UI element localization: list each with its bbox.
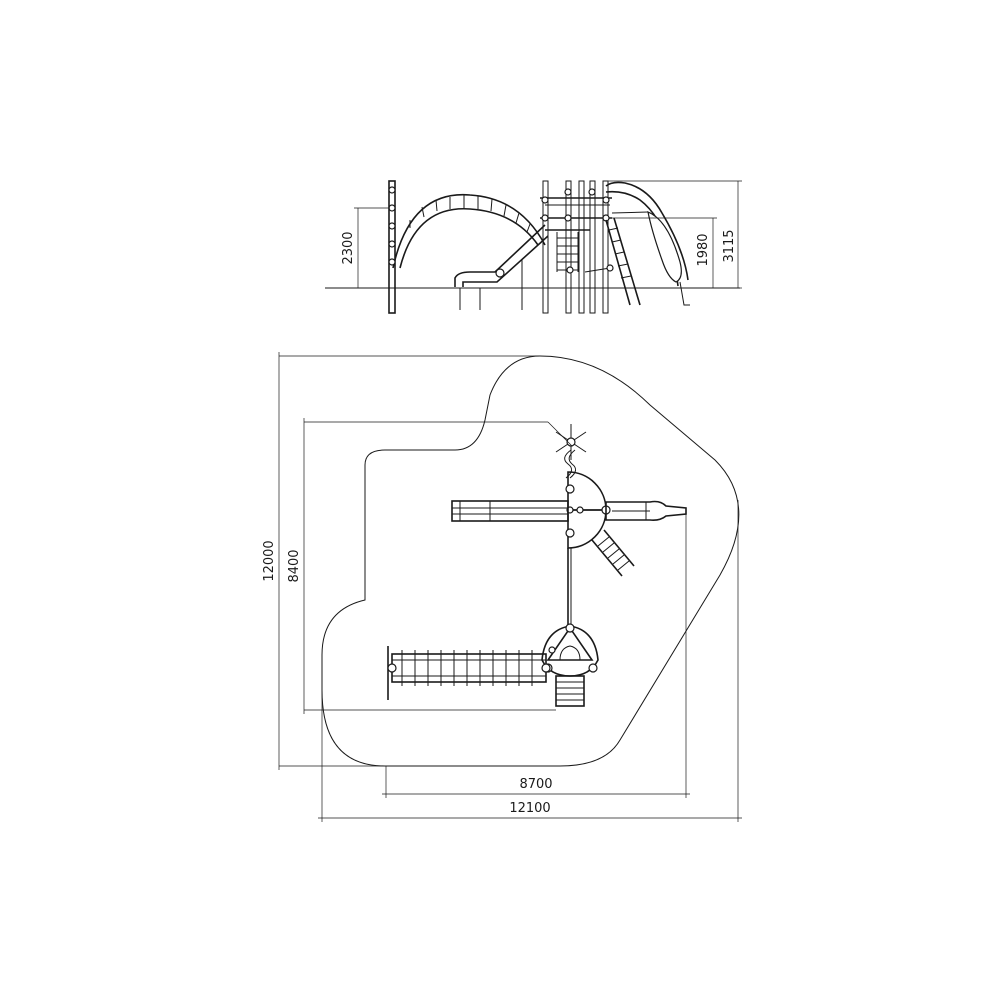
arch-bars-inner — [399, 208, 539, 269]
plan-lower-ladder — [555, 675, 585, 707]
safety-zone-outline — [321, 355, 740, 767]
dim-label-8700: 8700 — [519, 777, 552, 792]
plan-spinner — [555, 424, 587, 479]
dim-12100: 12100 — [318, 500, 742, 822]
plan-left-slide — [451, 500, 569, 522]
tower-posts — [542, 180, 609, 314]
dim-1980: 1980 — [612, 217, 717, 289]
side-elevation: 2300 1980 3115 — [325, 180, 742, 314]
arch-rungs — [409, 195, 531, 233]
right-slide — [605, 181, 689, 281]
dim-12000: 12000 — [262, 352, 280, 770]
arch-bars — [392, 193, 546, 269]
dim-label-2300: 2300 — [341, 231, 356, 264]
plan-monkey-bars — [387, 646, 551, 700]
dim-label-12100: 12100 — [509, 801, 550, 816]
plan-view: 12000 8400 8700 12100 — [262, 352, 742, 822]
dim-label-3115: 3115 — [722, 229, 737, 262]
platform-bottom — [567, 509, 607, 549]
dim-8400: 8400 — [287, 418, 305, 714]
left-slide — [454, 224, 546, 287]
left-pole — [388, 180, 396, 314]
right-ladder — [605, 217, 641, 306]
dim-2300: 2300 — [341, 207, 390, 289]
tube-slide — [647, 211, 682, 283]
plan-diagonal-ladder — [591, 529, 635, 577]
dim-8700: 8700 — [382, 512, 690, 798]
dim-label-1980: 1980 — [696, 233, 711, 266]
tower-ladder — [556, 232, 579, 272]
dim-label-12000: 12000 — [262, 540, 277, 581]
dim-3115: 3115 — [606, 180, 742, 289]
dim-label-8400: 8400 — [287, 549, 302, 582]
